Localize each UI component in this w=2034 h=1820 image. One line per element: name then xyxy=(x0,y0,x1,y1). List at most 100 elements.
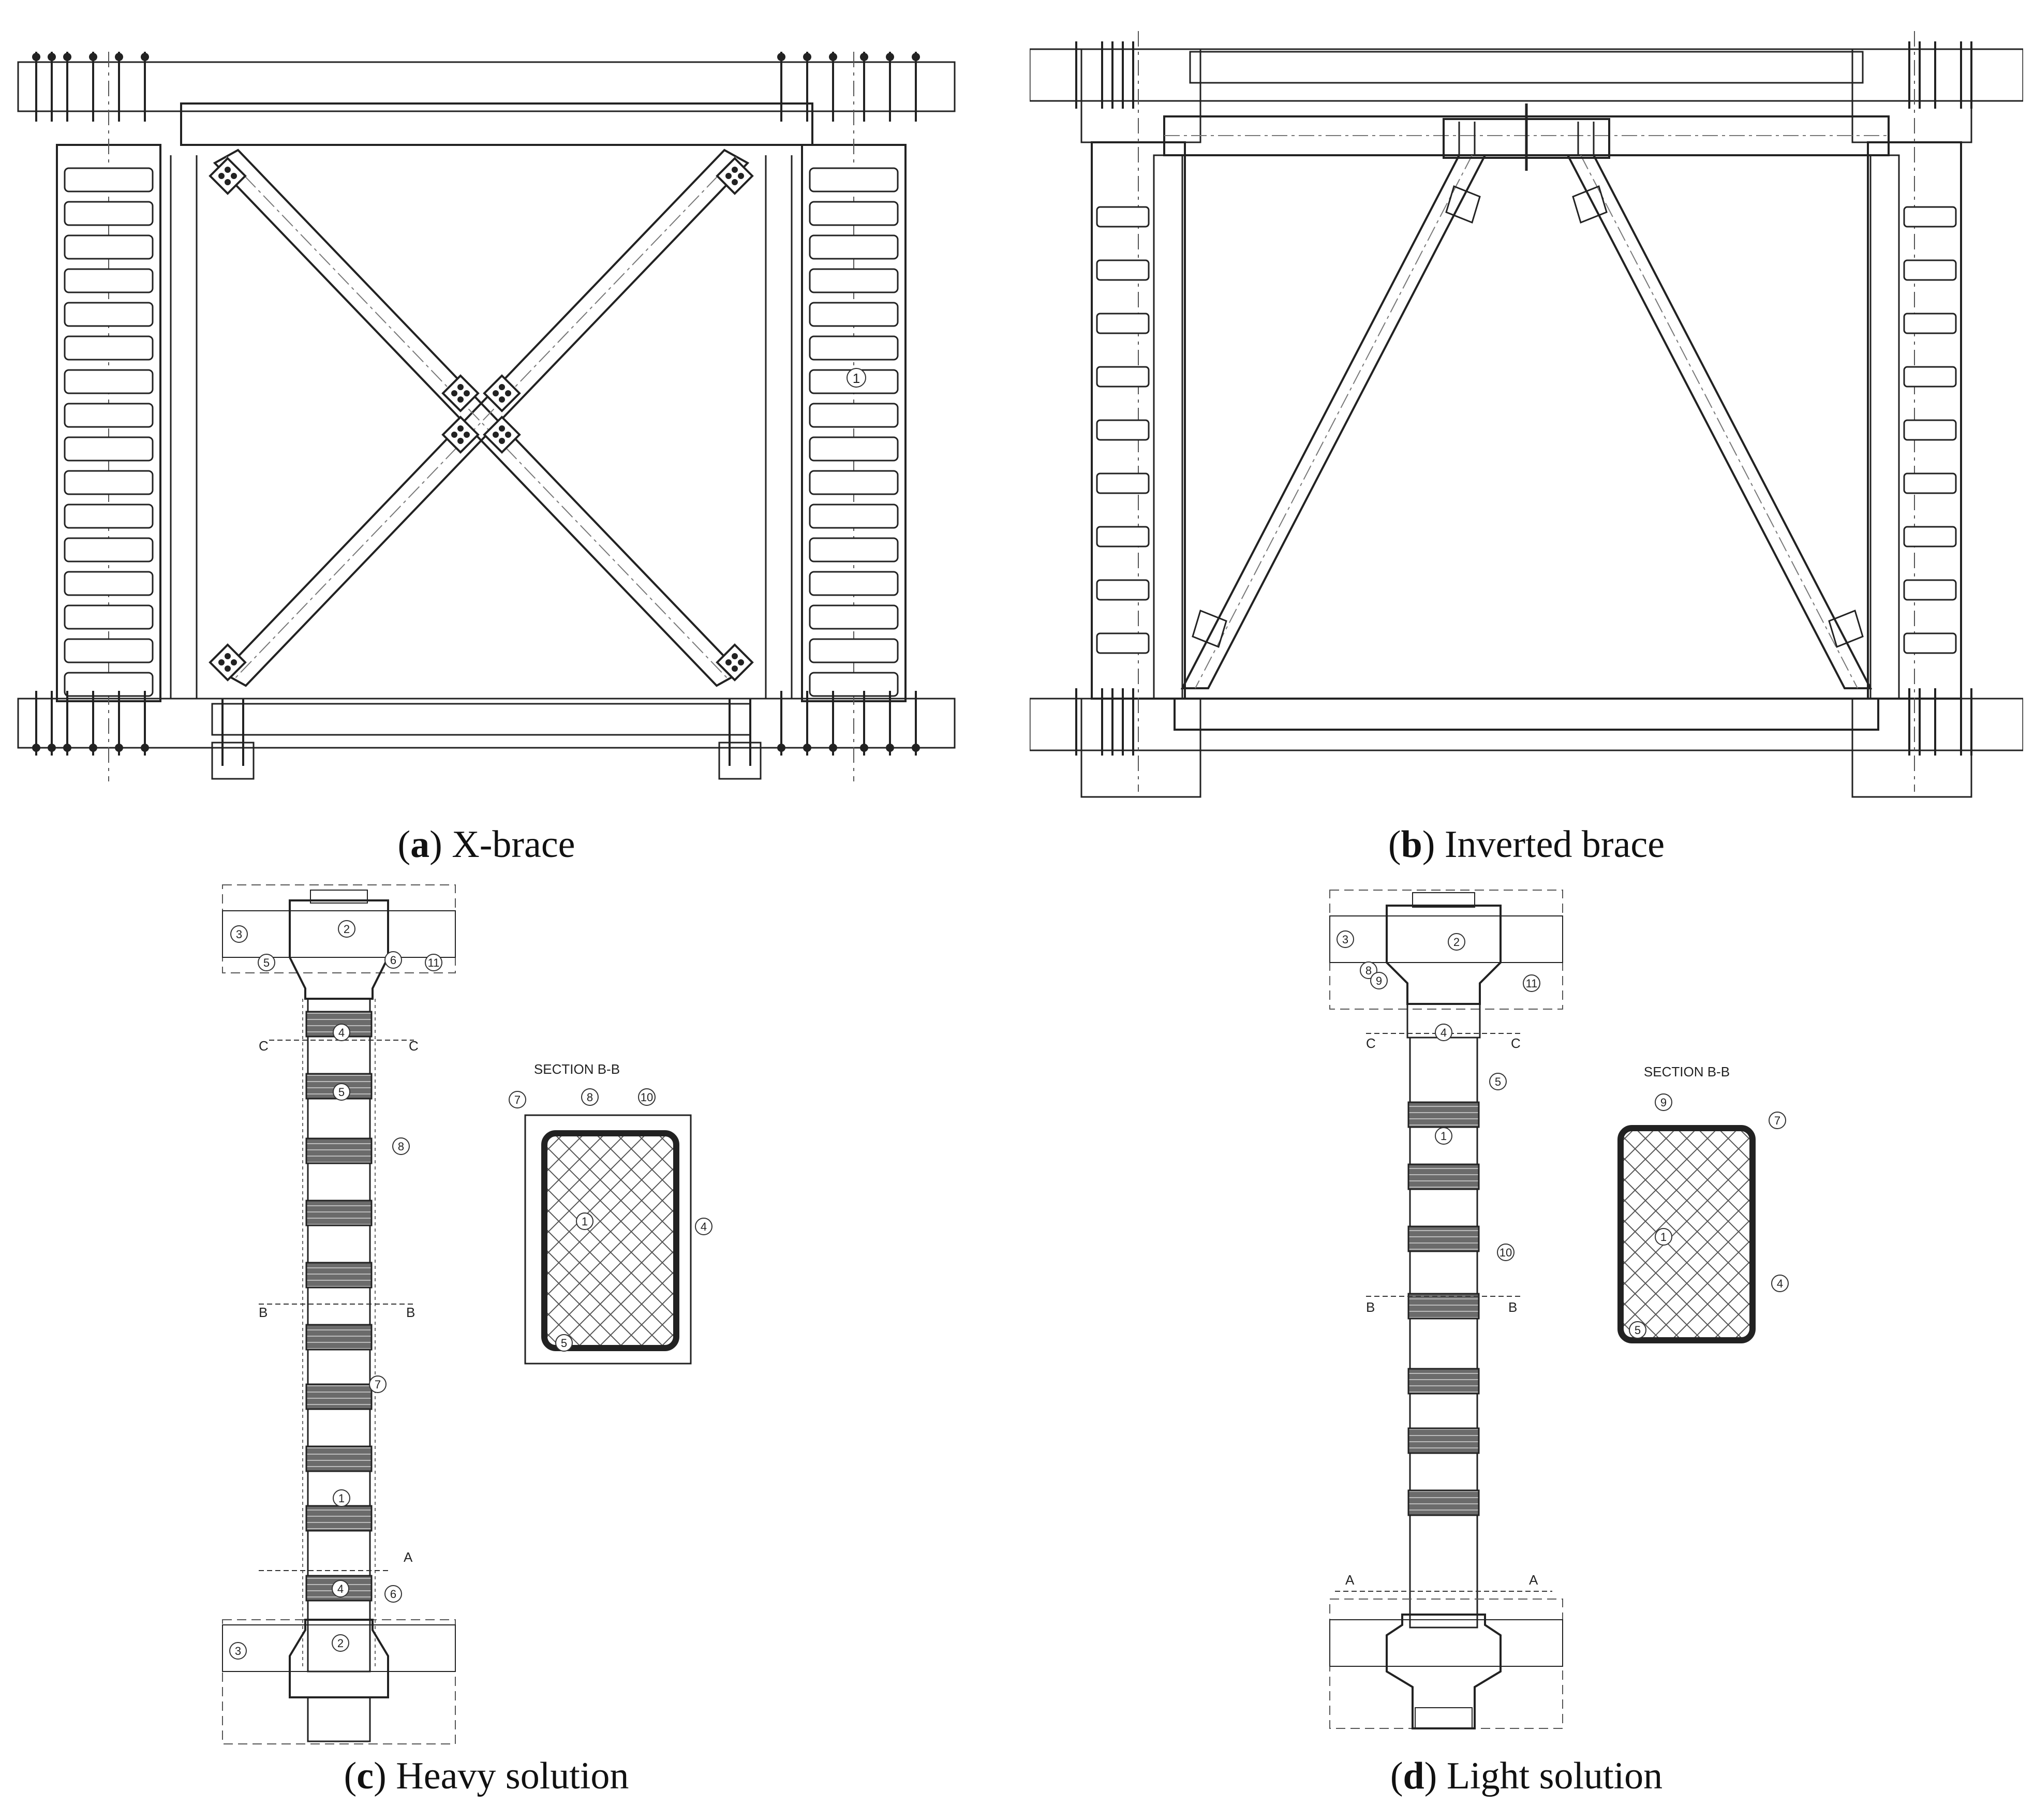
column-block-rows xyxy=(64,167,899,697)
section-b-b-outline xyxy=(524,1114,692,1365)
callout-circle xyxy=(695,1218,712,1235)
callout-1: 1 xyxy=(1660,1231,1667,1244)
callout-4: 4 xyxy=(1777,1277,1783,1290)
bolt-head xyxy=(32,53,40,61)
slab-bolts xyxy=(32,52,920,756)
bolt-dot xyxy=(231,659,237,665)
caption-d: (d) Light solution xyxy=(1390,1755,1663,1797)
block-row xyxy=(1096,366,1150,388)
block-row xyxy=(1096,632,1150,654)
bolt-dot xyxy=(225,665,231,672)
block-row xyxy=(305,1262,373,1289)
block-row xyxy=(1407,1225,1480,1252)
bolt-dot xyxy=(499,396,505,403)
block-row xyxy=(809,470,899,495)
callout-8: 8 xyxy=(1365,964,1372,977)
slab-bolts xyxy=(1075,41,1972,756)
callout-circle xyxy=(509,1091,526,1108)
bolt-head xyxy=(63,744,71,752)
block-row xyxy=(1096,419,1150,441)
bolt-dot xyxy=(738,659,744,665)
callout-circle xyxy=(384,951,402,969)
block-row xyxy=(1903,259,1957,281)
callout-2: 2 xyxy=(1453,936,1460,949)
bolt-dot xyxy=(732,665,738,672)
gusset-plate xyxy=(483,416,521,454)
callout-circle xyxy=(1448,933,1465,951)
bolt-dot xyxy=(732,167,738,173)
bolt-dot xyxy=(457,384,464,390)
callout-circle xyxy=(1771,1275,1789,1292)
bolt-head xyxy=(141,744,149,752)
bolt-head xyxy=(777,53,785,61)
block-row xyxy=(64,672,154,697)
bolt-dot xyxy=(505,432,511,438)
section-mark-b-left: B xyxy=(1366,1299,1375,1315)
bolt-head xyxy=(115,744,123,752)
gusset-plates xyxy=(209,157,754,682)
gusset-plate xyxy=(483,374,521,412)
bolt-dot xyxy=(451,432,457,438)
callout-circle xyxy=(229,1642,247,1660)
bolt-dot xyxy=(225,179,231,185)
callout-circle xyxy=(333,1024,350,1041)
bolt-head xyxy=(803,744,811,752)
bolt-dot xyxy=(505,390,511,396)
block-row xyxy=(809,672,899,697)
section-title: SECTION B-B xyxy=(1644,1064,1730,1079)
block-row xyxy=(1903,632,1957,654)
bolt-dot xyxy=(499,438,505,444)
bolt-head xyxy=(115,53,123,61)
callout-10: 10 xyxy=(641,1091,653,1104)
block-row xyxy=(809,436,899,462)
section-mark-b-right: B xyxy=(406,1305,415,1320)
callout-circle xyxy=(369,1375,387,1393)
callout-circle xyxy=(230,925,248,943)
bolt-head xyxy=(89,744,97,752)
block-row xyxy=(809,234,899,260)
section-title: SECTION B-B xyxy=(534,1061,620,1077)
callout-circle xyxy=(1435,1127,1452,1145)
bolt-head xyxy=(886,744,894,752)
callout-circle xyxy=(332,1634,349,1652)
section-b-b-core xyxy=(1617,1125,1756,1343)
section-mark-a: A xyxy=(404,1549,413,1565)
bolt-dot xyxy=(464,432,470,438)
bolt-dot xyxy=(732,653,738,659)
block-row xyxy=(809,335,899,361)
block-row xyxy=(305,1383,373,1410)
callout-circle xyxy=(1497,1244,1515,1261)
callout-circle xyxy=(581,1088,599,1106)
block-row xyxy=(64,369,154,394)
callout-circle xyxy=(1337,930,1354,948)
callout-7: 7 xyxy=(514,1093,521,1106)
callout-3: 3 xyxy=(235,1645,241,1658)
block-row xyxy=(305,1445,373,1472)
callout-4: 4 xyxy=(338,1026,345,1039)
bolt-head xyxy=(777,744,785,752)
bolt-head xyxy=(89,53,97,61)
gusset-plate xyxy=(441,416,480,454)
top-beam xyxy=(180,102,813,146)
callout-5: 5 xyxy=(338,1086,345,1099)
bottom-slab xyxy=(1030,698,2023,751)
callout-circle xyxy=(1769,1112,1786,1129)
callout-1: 1 xyxy=(338,1492,345,1505)
bolt-head xyxy=(32,744,40,752)
callout-10: 10 xyxy=(1499,1246,1512,1259)
section-mark-b-left: B xyxy=(259,1305,268,1320)
bolt-head xyxy=(886,53,894,61)
bolt-dot xyxy=(725,173,732,179)
gusset-plate xyxy=(209,643,247,682)
callout-circle xyxy=(332,1580,349,1597)
callout-circle xyxy=(384,1585,402,1603)
left-column xyxy=(1091,31,1186,792)
section-mark-c-right: C xyxy=(1511,1035,1521,1051)
bolt-head xyxy=(860,53,868,61)
